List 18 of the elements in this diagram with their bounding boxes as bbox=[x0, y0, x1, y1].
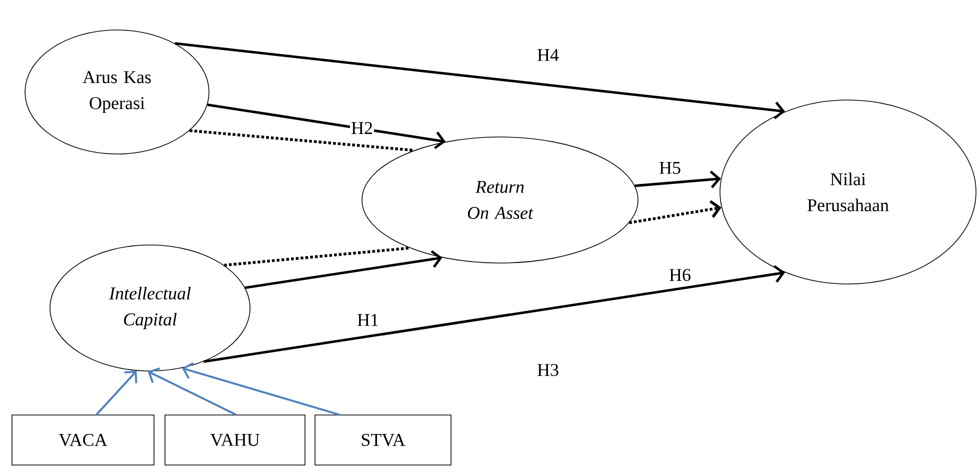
edge-label: H4 bbox=[536, 48, 560, 62]
indicator-box: VAHU bbox=[164, 414, 306, 466]
arrow bbox=[182, 362, 340, 416]
arrow bbox=[244, 250, 442, 289]
arrow bbox=[634, 170, 721, 188]
arrow bbox=[96, 370, 138, 416]
arrow bbox=[203, 265, 786, 363]
indicator-box: VACA bbox=[12, 414, 154, 466]
hypothesis-label: H3 bbox=[538, 364, 558, 376]
edge-label: H5 bbox=[658, 161, 682, 175]
edge-label: H2 bbox=[350, 121, 374, 135]
hypothesis-label: H6 bbox=[670, 268, 690, 282]
arrow bbox=[148, 367, 236, 416]
indicator-box: STVA bbox=[314, 414, 452, 466]
arrow bbox=[207, 103, 446, 150]
edge-label: H1 bbox=[356, 313, 380, 327]
arrow bbox=[628, 200, 722, 224]
arrow bbox=[174, 42, 786, 120]
